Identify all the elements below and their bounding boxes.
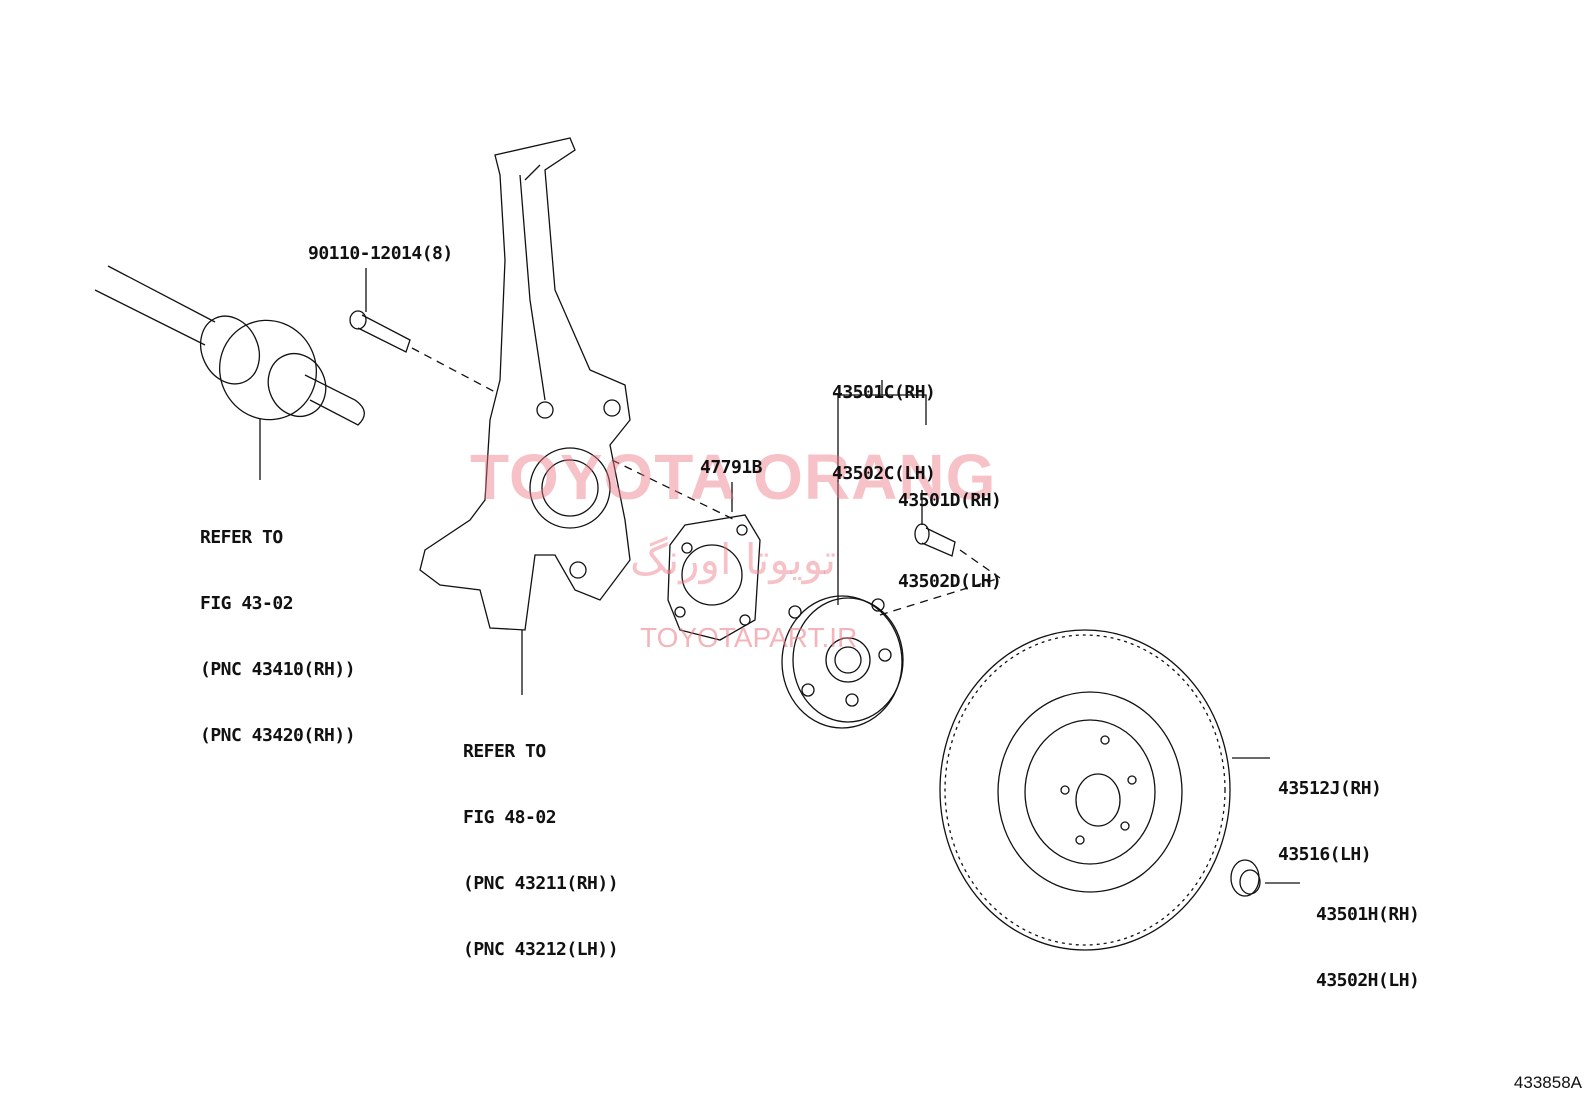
ref-line: (PNC 43211(RH))	[463, 873, 619, 894]
dust-cover-gasket	[667, 482, 761, 641]
illustration-code: 433858A	[1513, 1073, 1582, 1092]
part-lh: 43502D(LH)	[898, 571, 1002, 592]
knuckle-bolt	[349, 268, 496, 393]
label-nut[interactable]: 43501H(RH) 43502H(LH)	[1316, 860, 1420, 1036]
label-disc[interactable]: 43512J(RH) 43516(LH)	[1278, 734, 1382, 910]
label-knuckle-ref[interactable]: REFER TO FIG 48-02 (PNC 43211(RH)) (PNC …	[463, 697, 619, 1005]
part-rh: 43512J(RH)	[1278, 778, 1382, 799]
label-driveshaft-ref[interactable]: REFER TO FIG 43-02 (PNC 43410(RH)) (PNC …	[200, 483, 356, 791]
ref-line: REFER TO	[463, 741, 546, 762]
hub-nut	[1230, 859, 1300, 897]
part-rh: 43501C(RH)	[832, 382, 936, 403]
ref-line: FIG 43-02	[200, 593, 294, 614]
ref-line: REFER TO	[200, 527, 283, 548]
watermark-persian: تویوتا اورنگ	[630, 535, 837, 584]
label-hub-bolt[interactable]: 43501D(RH) 43502D(LH)	[898, 433, 1002, 649]
ref-line: (PNC 43420(RH))	[200, 725, 356, 746]
brake-disc	[939, 629, 1270, 951]
watermark-brand: TOYOTA ORANG	[470, 441, 997, 513]
ref-line: FIG 48-02	[463, 807, 557, 828]
ref-line: (PNC 43410(RH))	[200, 659, 356, 680]
label-hub[interactable]: 43501C(RH) 43502C(LH)	[832, 325, 936, 541]
watermark-site: TOYOTAPART.IR	[640, 622, 858, 653]
ref-line: (PNC 43212(LH))	[463, 939, 619, 960]
axle-hub	[781, 380, 1001, 729]
hub-bolt	[914, 490, 1001, 579]
drive-shaft	[94, 265, 365, 480]
part-lh: 43502C(LH)	[832, 463, 936, 484]
label-bolt[interactable]: 90110-12014(8)	[308, 243, 453, 264]
part-rh: 43501D(RH)	[898, 490, 1002, 511]
steering-knuckle	[419, 137, 736, 695]
part-rh: 43501H(RH)	[1316, 904, 1420, 925]
label-gasket[interactable]: 47791B	[700, 457, 763, 478]
part-lh: 43516(LH)	[1278, 844, 1372, 865]
part-lh: 43502H(LH)	[1316, 970, 1420, 991]
